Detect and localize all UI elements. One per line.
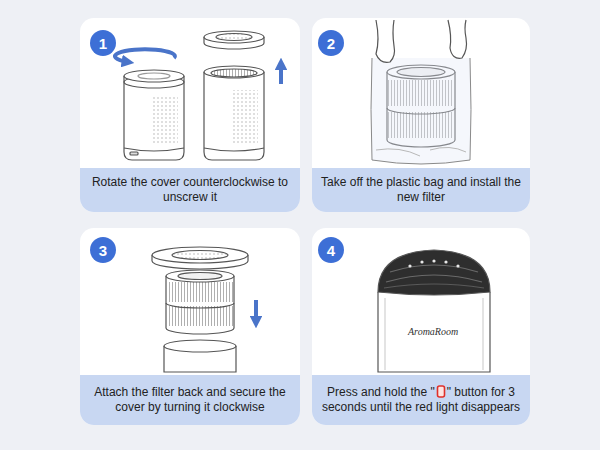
step-number: 4 xyxy=(318,237,344,263)
step-digit: 1 xyxy=(99,35,107,52)
step-digit: 3 xyxy=(99,242,107,259)
panel-card xyxy=(312,18,530,212)
purifier-drawing xyxy=(204,43,264,49)
brand-name: AromaRoom xyxy=(408,326,458,337)
purifier-drawing xyxy=(152,96,178,144)
power-button-icon xyxy=(436,385,446,398)
purifier-front xyxy=(384,298,385,370)
lift-arrow xyxy=(281,64,282,84)
text-wrap: Press and hold the "" button for 3 secon… xyxy=(320,385,522,415)
filter-drawing xyxy=(166,276,234,334)
lift-arrow xyxy=(279,64,283,84)
panel-card xyxy=(80,18,300,212)
hand-drawing xyxy=(376,20,467,62)
control-lights xyxy=(420,260,423,263)
caption-text: Press and hold the " xyxy=(327,385,435,399)
purifier-front xyxy=(384,284,484,288)
filter-drawing xyxy=(166,270,234,282)
purifier-front xyxy=(386,275,482,282)
caption-band: Press and hold the "" button for 3 secon… xyxy=(312,375,530,425)
purifier-drawing xyxy=(204,31,264,160)
purifier-drawing xyxy=(204,66,264,78)
control-lights xyxy=(408,259,459,267)
cover-drawing xyxy=(152,247,248,269)
power-button-icon xyxy=(437,386,444,397)
caption-text: Attach the filter back and secure the co… xyxy=(94,385,285,414)
text-wrap: 1 xyxy=(99,35,107,52)
purifier-drawing xyxy=(164,340,236,372)
hand-drawing xyxy=(376,20,395,62)
purifier-drawing xyxy=(204,148,264,151)
caption-band: Rotate the cover counterclockwise to uns… xyxy=(80,168,300,212)
panel-card xyxy=(80,18,530,425)
step-digit: 2 xyxy=(327,35,335,52)
purifier-front xyxy=(390,265,478,272)
step-digit: 4 xyxy=(327,242,335,259)
filter-drawing xyxy=(167,306,233,326)
rotate-arrow xyxy=(115,49,175,62)
panel-card xyxy=(80,228,300,425)
step-number: 1 xyxy=(90,30,116,56)
rotate-arrow xyxy=(115,49,175,62)
caption-text: Take off the plastic bag and install the… xyxy=(321,175,521,204)
step-number: 2 xyxy=(318,30,344,56)
panel-card xyxy=(312,228,530,425)
purifier-front xyxy=(378,250,490,372)
purifier-drawing xyxy=(124,82,184,160)
caption-band: Attach the filter back and secure the co… xyxy=(80,375,300,425)
control-lights xyxy=(456,264,459,267)
purifier-front xyxy=(482,298,483,370)
purifier-drawing xyxy=(124,70,184,82)
text-wrap: Take off the plastic bag and install the… xyxy=(320,175,522,205)
step-number: 3 xyxy=(90,237,116,263)
caption-text: Rotate the cover counterclockwise to uns… xyxy=(92,175,288,204)
plastic-bag xyxy=(376,147,466,156)
purifier-front xyxy=(378,250,490,295)
text-wrap: Rotate the cover counterclockwise to uns… xyxy=(88,175,292,205)
purifier-drawing xyxy=(124,148,184,151)
purifier-drawing xyxy=(216,34,252,41)
purifier-drawing xyxy=(164,340,236,352)
purifier-drawing xyxy=(138,73,170,79)
caption-band: Take off the plastic bag and install the… xyxy=(312,168,530,212)
control-lights xyxy=(444,260,447,263)
hand-drawing xyxy=(448,20,467,58)
insert-arrow xyxy=(256,300,257,322)
cover-drawing xyxy=(152,247,248,263)
plastic-bag xyxy=(371,58,471,164)
purifier-drawing xyxy=(211,69,257,77)
text-wrap: 3 xyxy=(99,242,107,259)
filter-drawing xyxy=(167,282,233,302)
purifier-drawing xyxy=(232,90,258,144)
purifier-drawing xyxy=(124,70,184,160)
text-wrap: 4 xyxy=(327,242,335,259)
text-wrap: Attach the filter back and secure the co… xyxy=(88,385,292,415)
plastic-bag xyxy=(371,58,471,164)
control-lights xyxy=(408,264,411,267)
filter-drawing xyxy=(166,270,234,334)
filter-drawing xyxy=(166,303,234,308)
purifier-drawing xyxy=(130,152,138,155)
control-lights xyxy=(432,259,435,262)
purifier-front xyxy=(378,292,490,372)
purifier-drawing xyxy=(204,31,264,43)
purifier-drawing xyxy=(204,72,264,160)
filter-drawing xyxy=(178,273,222,280)
text-wrap: 2 xyxy=(327,35,335,52)
insert-arrow xyxy=(254,300,258,322)
cover-drawing xyxy=(172,251,228,260)
